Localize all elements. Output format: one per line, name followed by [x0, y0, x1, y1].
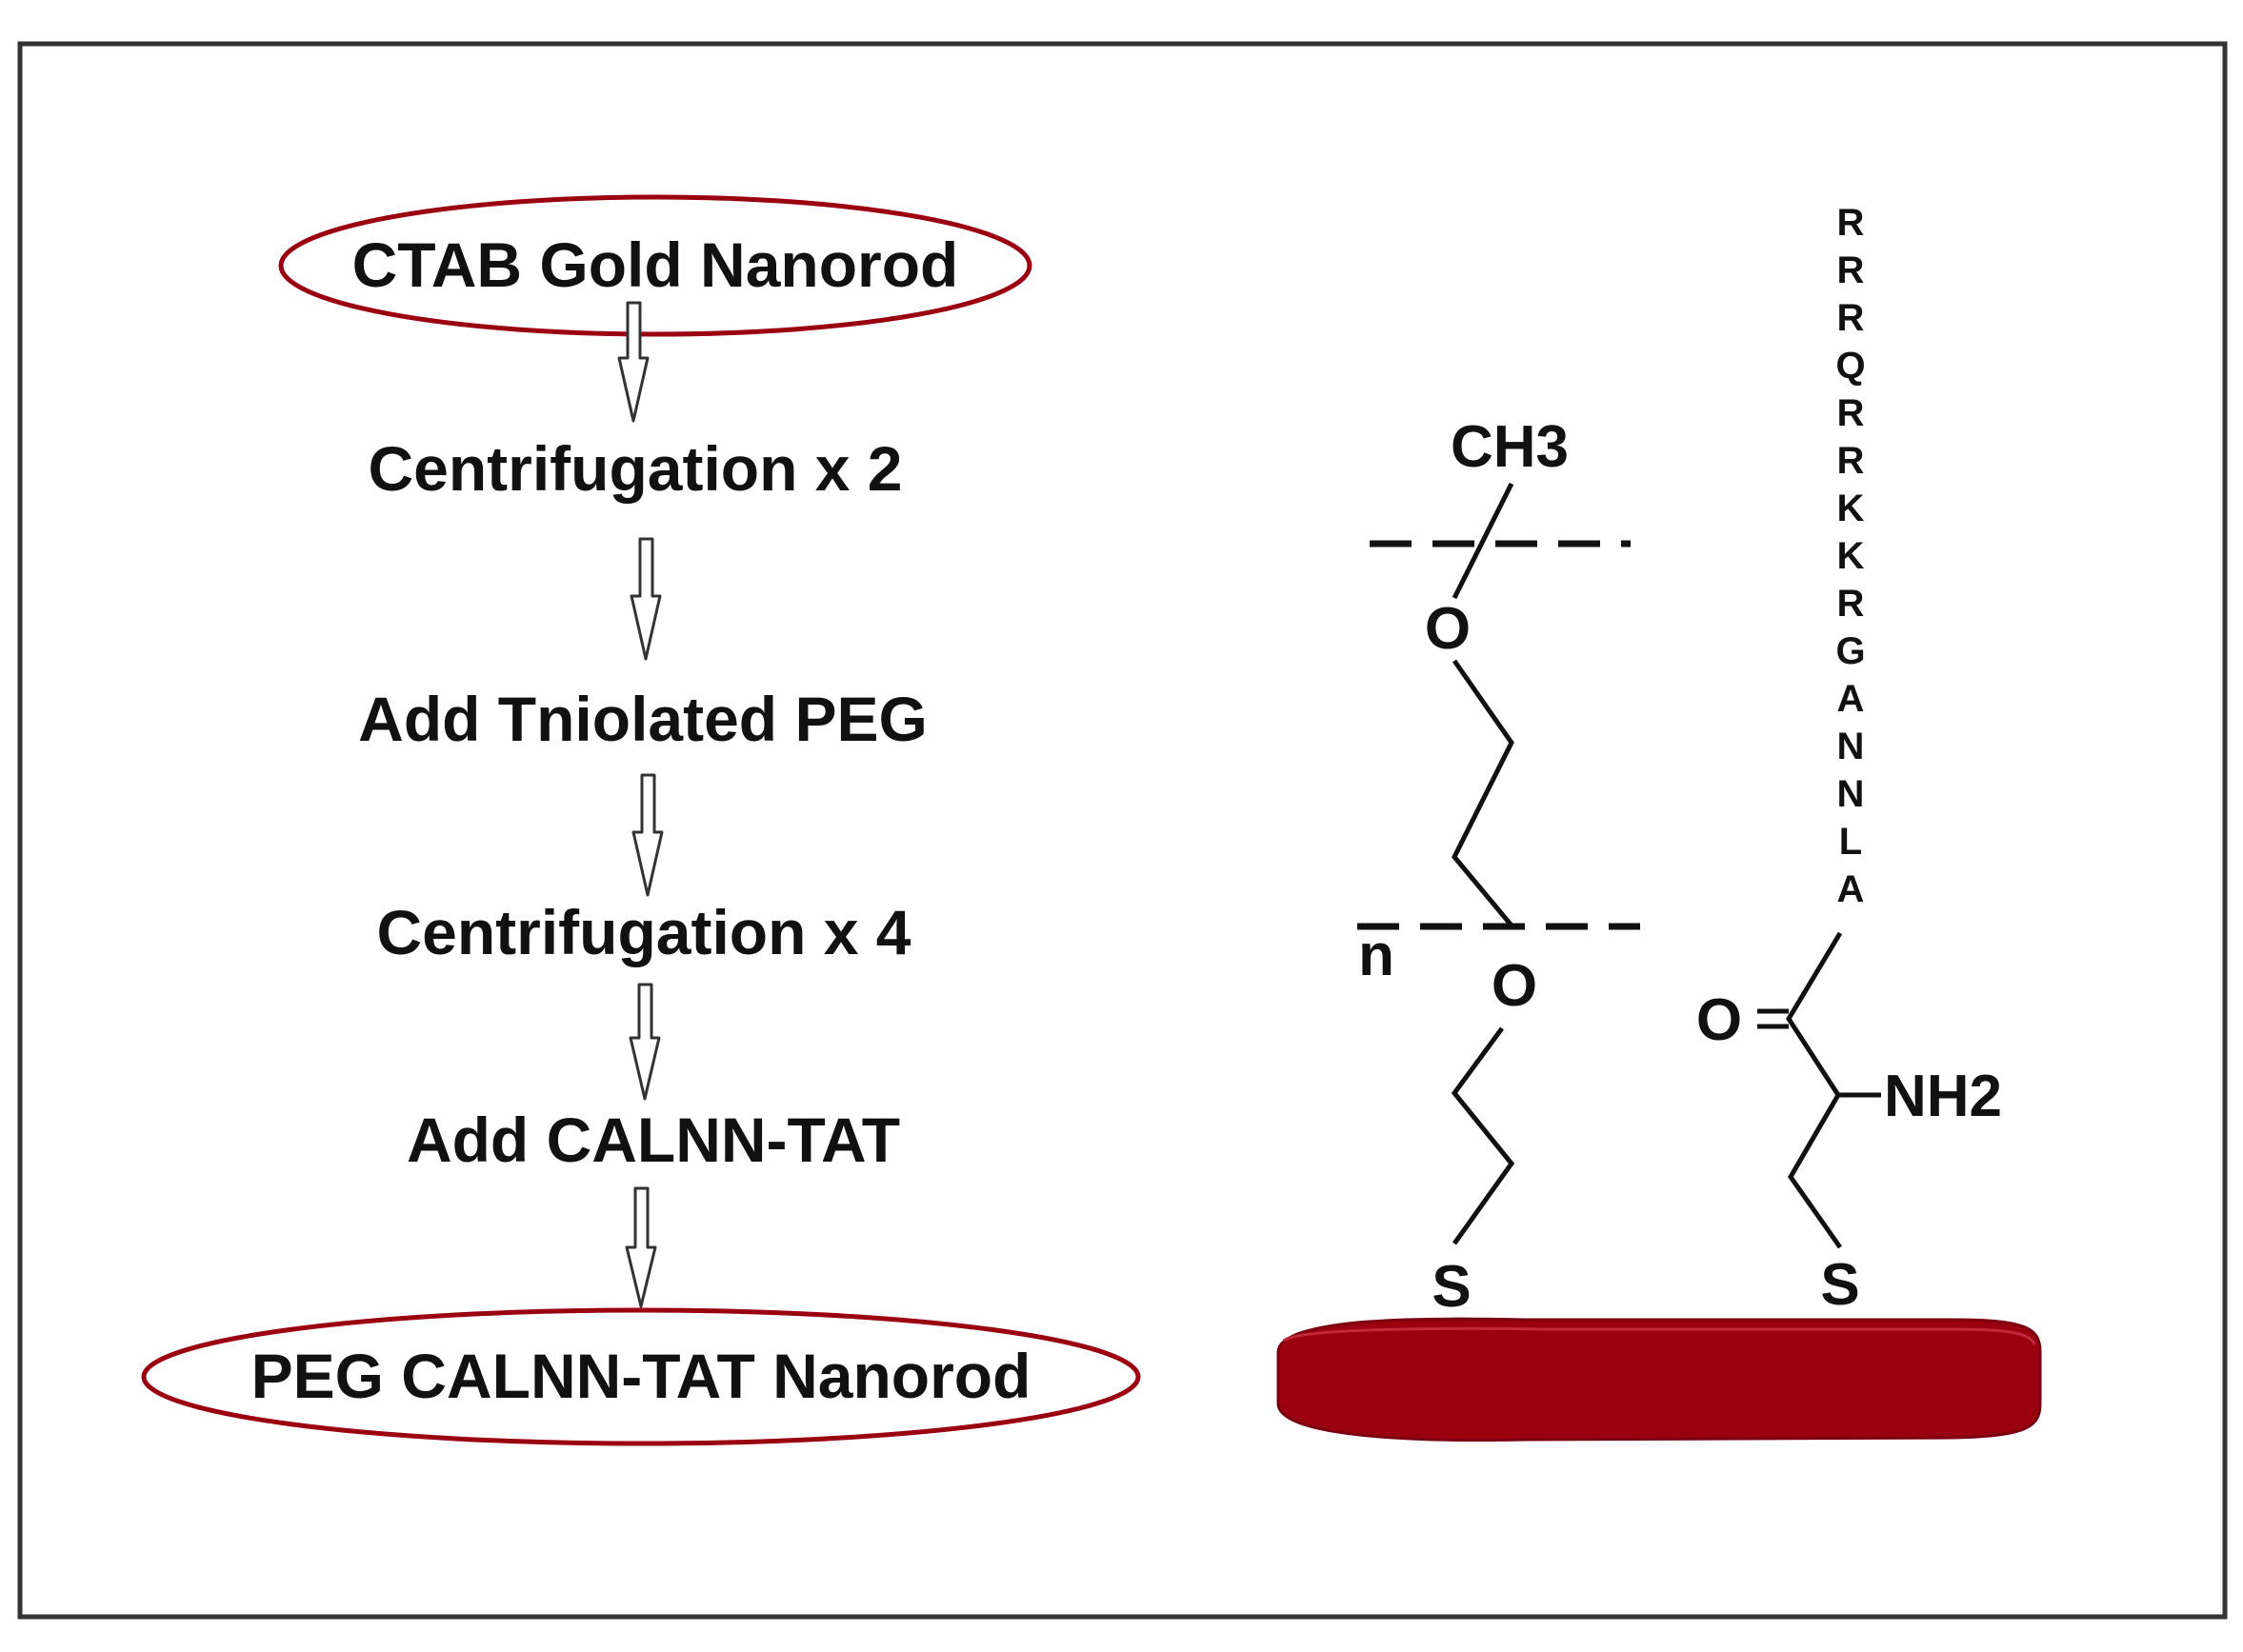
residue-label: G: [1835, 630, 1865, 672]
residue-label: A: [1837, 678, 1865, 720]
start-ellipse: [278, 194, 1032, 337]
end-ellipse: [141, 1307, 1141, 1446]
bond: [1451, 1026, 1515, 1245]
step-label: Centrifugation x 2: [368, 433, 902, 504]
residue-label: R: [1837, 297, 1865, 339]
residue-label: N: [1837, 773, 1865, 815]
nanorod-surface: [1276, 1317, 2042, 1443]
step-label: Add CALNN-TAT: [407, 1105, 900, 1175]
nanorod-top-edge: [1282, 1326, 2036, 1345]
step-label: Centrifugation x 4: [376, 897, 911, 967]
peptide-chain: R R R Q R R K K R G A N N L A O NH2 S: [1696, 202, 2002, 1318]
residue-label: Q: [1835, 345, 1865, 387]
residue-label: R: [1837, 392, 1865, 434]
arrow-down-icon: [631, 773, 664, 897]
sulfur-label: S: [1820, 1252, 1859, 1318]
oxygen-label: O: [1425, 596, 1471, 662]
residue-label: R: [1837, 583, 1865, 625]
residue-label: K: [1837, 488, 1865, 529]
surface-structure: CH3 O n O S R R R Q R R K K R G A N N: [1276, 202, 2042, 1443]
bond: [1452, 482, 1514, 600]
arrow-down-icon: [617, 301, 650, 423]
arrow-down-icon: [625, 1186, 657, 1308]
residue-label: R: [1837, 440, 1865, 482]
end-node-label: PEG CALNN-TAT Nanorod: [251, 1341, 1031, 1411]
residue-label: K: [1837, 535, 1865, 577]
amine-label: NH2: [1884, 1064, 2002, 1129]
residue-label: L: [1839, 821, 1862, 863]
repeat-count-label: n: [1358, 923, 1394, 988]
terminal-group-label: CH3: [1451, 414, 1569, 480]
sulfur-label: S: [1432, 1254, 1471, 1320]
step-label: Add Tniolated PEG: [358, 684, 928, 754]
residue-label: A: [1837, 868, 1865, 910]
peg-chain: CH3 O n O S: [1357, 414, 1640, 1320]
oxygen-label: O: [1492, 953, 1537, 1019]
arrow-down-icon: [630, 537, 662, 661]
flowchart: CTAB Gold Nanorod Centrifugation x 2 Add…: [141, 194, 1141, 1446]
arrow-down-icon: [629, 983, 661, 1101]
bond: [1452, 659, 1514, 927]
start-node-label: CTAB Gold Nanorod: [352, 229, 959, 300]
carbonyl-oxygen-label: O: [1696, 987, 1742, 1053]
residue-label: N: [1837, 726, 1865, 767]
residue-label: R: [1837, 202, 1865, 244]
residue-label: R: [1837, 249, 1865, 291]
